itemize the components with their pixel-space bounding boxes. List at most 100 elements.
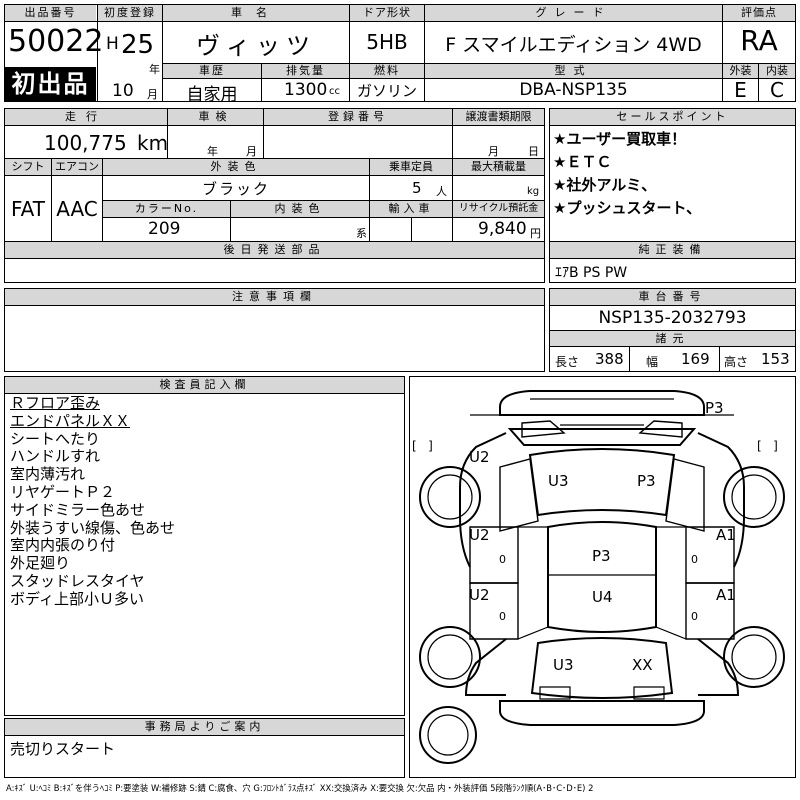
transfer-day-unit: 日 bbox=[528, 145, 539, 158]
damage-mark: U2 bbox=[469, 526, 490, 544]
damage-mark: U3 bbox=[553, 656, 574, 674]
reg-no-label: 登録番号 bbox=[264, 109, 452, 125]
inspector-note: 室内内張のり付 bbox=[10, 536, 116, 555]
fuel-label: 燃料 bbox=[350, 64, 424, 78]
era: H bbox=[106, 34, 119, 54]
details-section bbox=[4, 108, 545, 283]
caution-section bbox=[4, 288, 545, 372]
load-label: 最大積載量 bbox=[453, 159, 544, 175]
reg-year: 25 bbox=[121, 30, 155, 60]
office-label: 事務局よりご案内 bbox=[5, 719, 404, 735]
int-grade-label: 内装 bbox=[759, 64, 795, 78]
damage-mark: U4 bbox=[592, 588, 613, 606]
score: RA bbox=[740, 24, 778, 57]
inspector-note: エンドパネルＸＸ bbox=[10, 411, 131, 430]
equipment-label: 純正装備 bbox=[550, 242, 795, 258]
shift-label: シフト bbox=[5, 159, 51, 175]
legend: A:ｷｽﾞ U:ﾍｺﾐ B:ｷｽﾞを伴うﾍｺﾐ P:要塗装 W:補修跡 S:錆 … bbox=[6, 783, 594, 793]
car-name: ヴィッツ bbox=[196, 32, 316, 60]
chassis-number: NSP135-2032793 bbox=[598, 308, 747, 328]
ac: AAC bbox=[56, 197, 98, 221]
damage-diagram bbox=[409, 376, 796, 778]
bracket-left: [ ] bbox=[412, 439, 433, 453]
transfer-label: 譲渡書類期限 bbox=[453, 109, 544, 125]
sales-label: セールスポイント bbox=[550, 109, 795, 125]
diagram-zero: 0 bbox=[691, 610, 698, 623]
int-color-label: 内装色 bbox=[231, 201, 369, 217]
history: 自家用 bbox=[186, 85, 238, 105]
diagram-zero: 0 bbox=[499, 610, 506, 623]
damage-mark: XX bbox=[632, 656, 653, 674]
car-diagram-svg bbox=[419, 390, 785, 764]
insp-year-unit: 年 bbox=[207, 145, 218, 158]
damage-mark: P3 bbox=[705, 399, 724, 417]
inspector-label: 検査員記入欄 bbox=[5, 377, 404, 393]
equipment: ｴｱB PS PW bbox=[555, 265, 628, 281]
inspector-notes: Ｒフロア歪み エンドパネルＸＸ シートへたり ハンドルすれ 室内薄汚れ リヤゲー… bbox=[10, 394, 176, 609]
recycle-unit: 円 bbox=[530, 227, 541, 240]
sales-point: ★プッシュスタート、 bbox=[553, 199, 702, 217]
inspector-note: ボディ上部小Ｕ多い bbox=[10, 589, 144, 608]
height: 153 bbox=[761, 350, 790, 368]
inspector-note: 室内薄汚れ bbox=[10, 465, 86, 484]
damage-mark: P3 bbox=[637, 472, 656, 490]
length-label: 長さ bbox=[555, 355, 580, 369]
inspector-note: ハンドルすれ bbox=[10, 447, 101, 466]
ac-label: エアコン bbox=[52, 159, 102, 175]
first-reg-label: 初度登録 bbox=[98, 5, 162, 21]
color-label: 外装色 bbox=[103, 159, 369, 175]
displacement-label: 排気量 bbox=[262, 64, 349, 78]
caution-label: 注意事項欄 bbox=[5, 289, 544, 305]
damage-mark: P3 bbox=[592, 547, 611, 565]
lot-number: 50022 bbox=[8, 24, 104, 59]
int-color-unit: 系 bbox=[356, 227, 367, 240]
mileage: 100,775 bbox=[44, 131, 127, 155]
door-type: 5HB bbox=[366, 30, 408, 54]
inspector-note: シートへたり bbox=[10, 429, 101, 448]
sales-point: ★社外アルミ、 bbox=[553, 176, 657, 194]
recycle-label: リサイクル預託金 bbox=[453, 201, 544, 217]
reg-month-unit: 月 bbox=[147, 88, 158, 101]
score-label: 評価点 bbox=[723, 5, 795, 21]
inspector-section bbox=[4, 376, 405, 716]
damage-mark: U3 bbox=[548, 472, 569, 490]
capacity: 5 bbox=[412, 179, 422, 197]
width: 169 bbox=[681, 350, 710, 368]
inspector-note: 外装うすい線傷、色あせ bbox=[10, 518, 176, 537]
model-label: 型式 bbox=[425, 64, 722, 78]
shift: FAT bbox=[10, 197, 45, 221]
lot-no-label: 出品番号 bbox=[5, 5, 96, 21]
width-label: 幅 bbox=[646, 355, 659, 369]
height-label: 高さ bbox=[724, 355, 749, 369]
model: DBA-NSP135 bbox=[519, 80, 628, 100]
recycle-fee: 9,840 bbox=[478, 219, 527, 239]
sales-points-list: ★ユーザー買取車！ ★ＥＴＣ ★社外アルミ、 ★プッシュスタート、 bbox=[553, 128, 701, 220]
grade: F スマイルエディション 4WD bbox=[445, 34, 702, 56]
door-label: ドア形状 bbox=[350, 5, 424, 21]
office-notice: 売切りスタート bbox=[10, 740, 116, 758]
sales-point: ★ＥＴＣ bbox=[553, 153, 612, 171]
capacity-label: 乗車定員 bbox=[370, 159, 452, 175]
insp-month-unit: 月 bbox=[246, 145, 257, 158]
sales-point: ★ユーザー買取車！ bbox=[553, 130, 687, 148]
damage-mark: A1 bbox=[716, 526, 736, 544]
car-name-label: 車名 bbox=[163, 5, 349, 21]
inspector-note: 外足廻り bbox=[10, 554, 71, 573]
bracket-right: [ ] bbox=[757, 439, 778, 453]
exterior-color: ブラック bbox=[201, 180, 270, 198]
inspection-label: 車検 bbox=[168, 109, 263, 125]
grade-label: グレード bbox=[425, 5, 722, 21]
displacement: 1300 bbox=[284, 80, 328, 100]
inspector-note: スタッドレスタイヤ bbox=[10, 571, 145, 590]
inspector-note: Ｒフロア歪み bbox=[10, 394, 101, 412]
length: 388 bbox=[595, 350, 624, 368]
damage-mark: U2 bbox=[469, 448, 490, 466]
color-no: 209 bbox=[148, 219, 181, 239]
int-grade: C bbox=[770, 78, 784, 102]
office-section bbox=[4, 718, 405, 778]
ext-grade: E bbox=[734, 78, 747, 102]
capacity-unit: 人 bbox=[436, 185, 447, 198]
reg-year-unit: 年 bbox=[149, 63, 160, 76]
displacement-unit: cc bbox=[329, 86, 340, 97]
first-listing-badge: 初出品 bbox=[5, 67, 96, 101]
